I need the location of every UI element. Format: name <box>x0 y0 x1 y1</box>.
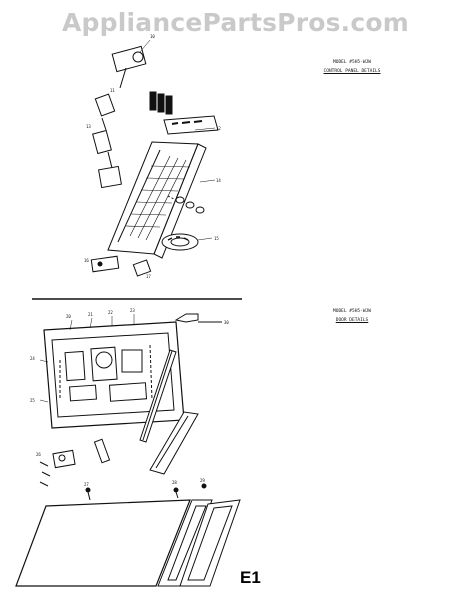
svg-text:17: 17 <box>146 274 151 279</box>
svg-text:13: 13 <box>86 124 91 129</box>
section-caption-control-panel: MODEL #5H5-WJW CONTROL PANEL DETAILS <box>322 60 382 74</box>
part-outer-door-panel <box>15 499 241 587</box>
part-door-screws <box>85 483 207 501</box>
part-door-handle <box>149 411 199 475</box>
door-assembly <box>15 313 241 587</box>
part-top-bracket <box>111 45 147 89</box>
svg-text:10: 10 <box>150 34 155 39</box>
section-title: DOOR DETAILS <box>335 318 369 323</box>
svg-text:22: 22 <box>108 310 113 315</box>
section-title: CONTROL PANEL DETAILS <box>323 69 381 74</box>
part-hinge <box>174 313 222 323</box>
site-watermark: AppliancePartsPros.com <box>61 8 410 37</box>
svg-text:15: 15 <box>214 236 219 241</box>
part-display-plate <box>163 115 219 135</box>
part-button-set <box>149 91 173 115</box>
part-screws <box>167 195 205 214</box>
part-bottom-bracket <box>90 255 152 277</box>
control-panel-assembly <box>90 39 219 277</box>
section-caption-door: MODEL #5H5-WJW DOOR DETAILS <box>322 309 382 323</box>
part-door-gasket <box>139 349 177 443</box>
part-knob-upper <box>94 93 116 131</box>
part-latch <box>39 438 111 487</box>
svg-text:24: 24 <box>30 356 35 361</box>
svg-text:29: 29 <box>200 478 205 483</box>
svg-text:26: 26 <box>36 452 41 457</box>
svg-text:27: 27 <box>84 482 89 487</box>
svg-text:12: 12 <box>216 126 221 131</box>
svg-text:20: 20 <box>66 314 71 319</box>
svg-text:11: 11 <box>110 88 115 93</box>
svg-text:16: 16 <box>84 258 89 263</box>
model-line: MODEL #5H5-WJW <box>333 60 371 65</box>
part-dial <box>161 233 199 251</box>
svg-text:14: 14 <box>216 178 221 183</box>
sheet-code: E1 <box>240 568 261 587</box>
part-control-panel-housing <box>107 141 207 259</box>
svg-text:25: 25 <box>30 398 35 403</box>
model-line: MODEL #5H5-WJW <box>333 309 371 314</box>
svg-text:30: 30 <box>224 320 229 325</box>
svg-text:21: 21 <box>88 312 93 317</box>
svg-text:23: 23 <box>130 308 135 313</box>
part-timer <box>92 129 122 189</box>
svg-text:28: 28 <box>172 480 177 485</box>
